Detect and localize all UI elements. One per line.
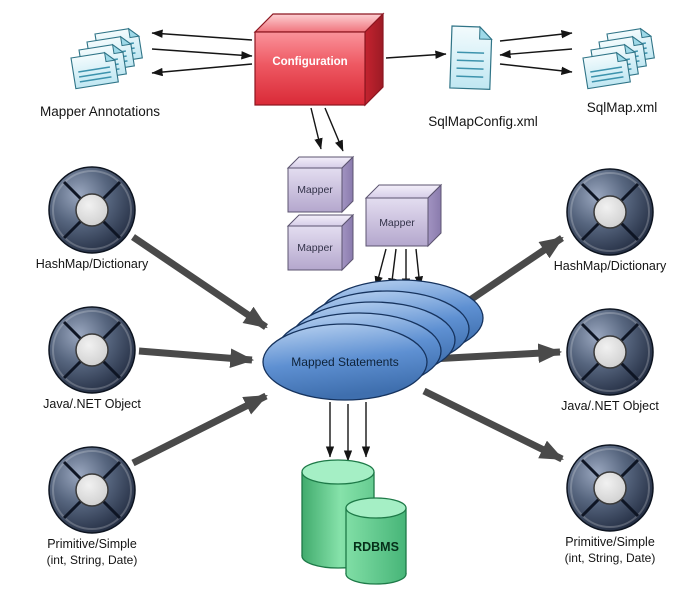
wheel-icon (565, 167, 655, 257)
arrow-config-to-mappers-1 (310, 107, 323, 150)
mapper-1-label: Mapper (297, 184, 333, 196)
arrow-sqlmapconfig-to-sqlmap-1 (499, 30, 573, 42)
configuration-box: Configuration (253, 12, 385, 107)
left-node-primitive: Primitive/Simple (int, String, Date) (47, 445, 138, 567)
left-hashmap-label: HashMap/Dictionary (36, 257, 149, 271)
wheel-icon (565, 307, 655, 397)
arrow-sqlmapconfig-to-sqlmap-2 (499, 63, 573, 75)
rdbms-cylinder-front (345, 497, 407, 585)
configuration-flow-arrows (151, 29, 573, 462)
wheel-icon (47, 445, 137, 535)
mapper-2-label: Mapper (297, 242, 333, 254)
mapper-cube-3: Mapper (364, 183, 443, 248)
right-node-hashmap: HashMap/Dictionary (554, 167, 667, 273)
right-primitive-sublabel: (int, String, Date) (565, 551, 656, 565)
arrow-primitive-left-to-statements (131, 392, 268, 467)
mapper-annotations-icon (70, 26, 144, 90)
arrow-java-left-to-statements (138, 347, 255, 369)
wheel-icon (47, 165, 137, 255)
arrow-mapper-to-statements-1 (374, 248, 387, 288)
configuration-label: Configuration (272, 56, 347, 68)
mapper-cube-2: Mapper (286, 213, 355, 272)
arrow-config-to-mappers-2 (324, 107, 344, 152)
mapper-annotations-label: Mapper Annotations (40, 104, 160, 119)
sqlmapconfig-label: SqlMapConfig.xml (428, 114, 538, 129)
mapped-statements-icon (262, 279, 484, 401)
right-node-java-object: Java/.NET Object (561, 307, 659, 413)
arrow-hashmap-left-to-statements (131, 234, 268, 330)
left-primitive-label: Primitive/Simple (47, 537, 137, 551)
arrow-config-to-annotations-2 (151, 63, 253, 77)
left-primitive-sublabel: (int, String, Date) (47, 553, 138, 567)
right-node-primitive: Primitive/Simple (int, String, Date) (565, 443, 656, 565)
right-hashmap-label: HashMap/Dictionary (554, 259, 667, 273)
configuration-box-top (253, 13, 385, 33)
left-node-hashmap: HashMap/Dictionary (36, 165, 149, 271)
left-node-java-object: Java/.NET Object (43, 305, 141, 411)
arrow-statements-to-java-right (430, 343, 563, 363)
arrow-statements-to-primitive-right (422, 387, 564, 463)
sqlmapconfig-icon (449, 25, 493, 90)
left-java-object-label: Java/.NET Object (43, 397, 141, 411)
rdbms-label: RDBMS (353, 540, 399, 554)
sqlmap-icon (582, 26, 656, 90)
wheel-icon (565, 443, 655, 533)
arrow-config-to-sqlmapconfig (385, 50, 447, 59)
sqlmap-label: SqlMap.xml (587, 100, 658, 115)
wheel-icon (47, 305, 137, 395)
right-java-object-label: Java/.NET Object (561, 399, 659, 413)
arrow-annotations-to-config (151, 48, 253, 60)
arrow-sqlmap-to-sqlmapconfig (499, 48, 573, 59)
configuration-box-front (254, 31, 366, 106)
rdbms-icon: RDBMS (301, 459, 407, 585)
mapper-cube-1: Mapper (286, 155, 355, 214)
right-primitive-label: Primitive/Simple (565, 535, 655, 549)
arrow-config-to-annotations-1 (151, 29, 253, 41)
mapped-statements-label: Mapped Statements (291, 355, 398, 369)
mapper-3-label: Mapper (379, 217, 415, 229)
